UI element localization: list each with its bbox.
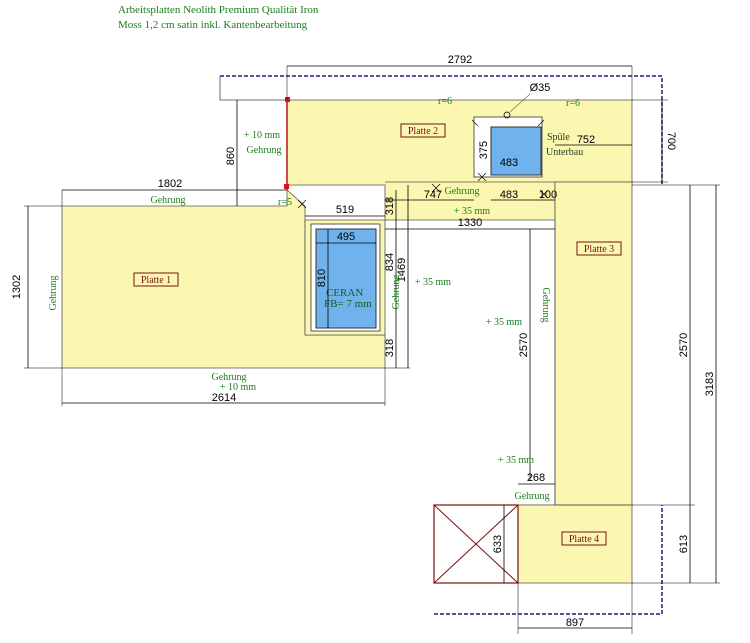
note-gehrung-bottom: Gehrung: [212, 372, 247, 383]
dim-375: 375: [478, 141, 490, 159]
dim-860: 860: [225, 147, 237, 165]
dim-483-a: 483: [500, 157, 518, 169]
header-line-2: Moss 1,2 cm satin inkl. Kantenbearbeitun…: [118, 19, 308, 31]
note-gehrung-860: Gehrung: [247, 145, 282, 156]
sink-cutout: [490, 126, 542, 176]
note-plus35-d: + 35 mm: [498, 455, 534, 466]
dim-810: 810: [316, 269, 328, 287]
dim-834: 834: [384, 253, 396, 271]
corner-marks: [297, 119, 549, 209]
platte-2-label-box: [400, 123, 446, 138]
note-plus10-bottom: + 10 mm: [220, 382, 256, 393]
note-gehrung-vertical: Gehrung: [391, 275, 402, 310]
sink-label-line-2: Unterbau: [546, 147, 583, 158]
red-marker-top: [285, 97, 290, 102]
note-plus35-c: + 35 mm: [486, 317, 522, 328]
dim-318-bottom: 318: [384, 339, 396, 357]
dim-747: 747: [424, 189, 442, 201]
dim-1302: 1302: [11, 275, 23, 299]
wall-outline-bottom: [434, 505, 663, 615]
platte-4-label-box: [561, 531, 607, 546]
hob-label-line-1: CERAN: [326, 287, 363, 299]
platte-4-label: Platte 4: [569, 534, 599, 545]
platte-3-shape: [518, 181, 633, 506]
dim-613: 613: [678, 535, 690, 553]
header-line-1: Arbeitsplatten Neolith Premium Qualität …: [118, 4, 319, 16]
note-gehrung-p3: Gehrung: [540, 288, 551, 323]
red-marker-bottom: [284, 184, 289, 189]
note-gehrung-top-1: Gehrung: [151, 195, 186, 206]
note-gehrung-left: Gehrung: [48, 276, 59, 311]
dim-2614: 2614: [212, 392, 236, 404]
dim-35: Ø35: [530, 82, 551, 94]
dim-2570-a: 2570: [518, 333, 530, 357]
sink-label-line-1: Spüle: [547, 132, 570, 143]
dim-100: 100: [539, 189, 557, 201]
wall-outline-left-step: [219, 76, 287, 101]
hob-label-line-2: FB= 7 mm: [324, 298, 372, 310]
dim-1330: 1330: [458, 217, 482, 229]
dim-633: 633: [492, 535, 504, 553]
dim-2570-b: 2570: [678, 333, 690, 357]
header-text: Arbeitsplatten Neolith Premium Qualität …: [118, 3, 318, 33]
dim-700: 700: [665, 132, 677, 150]
platte-2-label: Platte 2: [408, 126, 438, 137]
dim-3183: 3183: [704, 372, 716, 396]
wall-outline-top: [220, 75, 663, 185]
platte-1-label-box: [133, 272, 179, 287]
platte-1-label: Platte 1: [141, 275, 171, 286]
dim-483-b: 483: [500, 189, 518, 201]
platte-3-label: Platte 3: [584, 244, 614, 255]
note-plus35-a: + 35 mm: [454, 206, 490, 217]
dim-318-top: 318: [384, 197, 396, 215]
dim-752: 752: [577, 134, 595, 146]
tap-hole: [503, 111, 511, 119]
dim-495: 495: [337, 231, 355, 243]
dim-519: 519: [336, 204, 354, 216]
hob-cutout: [315, 228, 377, 329]
note-r6-right: r=6: [566, 98, 580, 109]
note-plus35-b: + 35 mm: [415, 277, 451, 288]
platte-3-label-box: [576, 241, 622, 256]
note-gehrung-mid: Gehrung: [445, 186, 480, 197]
note-r5: r=5: [278, 197, 292, 208]
dim-268: 268: [527, 472, 545, 484]
dim-897: 897: [566, 617, 584, 629]
note-gehrung-p4: Gehrung: [515, 491, 550, 502]
note-plus10-top: + 10 mm: [244, 130, 280, 141]
dim-1802: 1802: [158, 178, 182, 190]
dim-2792: 2792: [448, 54, 472, 66]
note-r6-left: r=6: [438, 96, 452, 107]
dim-1469: 1469: [396, 258, 408, 282]
